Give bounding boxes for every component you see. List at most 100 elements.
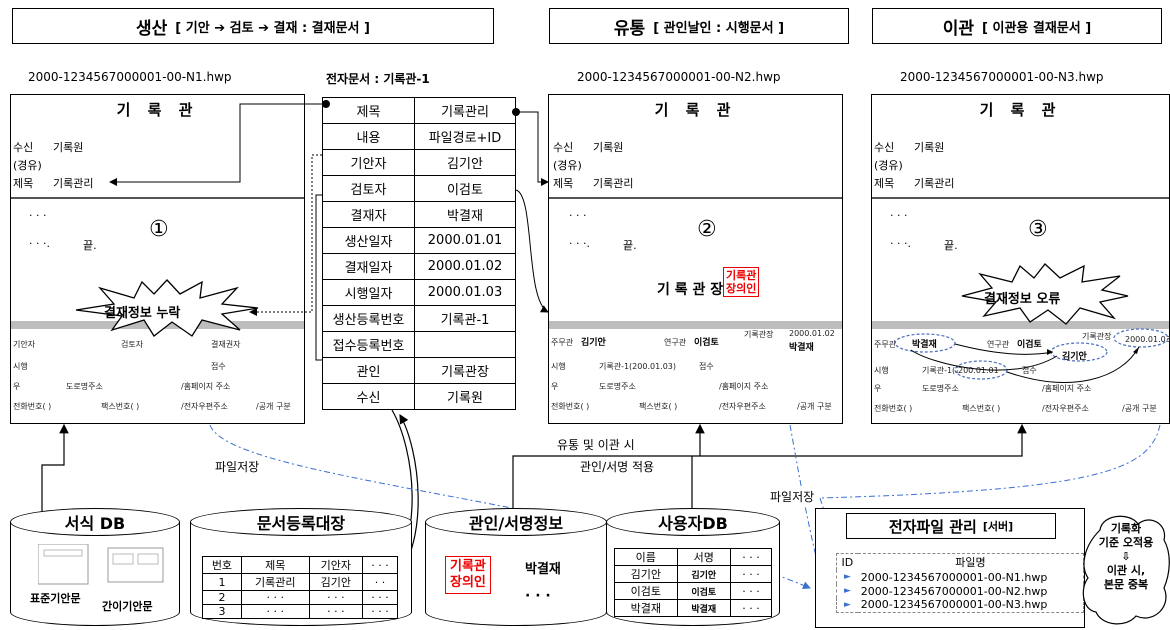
doc1-recv-label: 수신 [13, 141, 34, 154]
seal-db-stamp: 기록관 장의인 [445, 556, 491, 594]
efile-sub: [서버] [982, 520, 1014, 533]
seal-stamp-line2: 장의인 [450, 575, 486, 590]
header-distribution-title: 유통 [613, 18, 646, 39]
doc3-via: (경유) [874, 159, 903, 172]
meta-value: 박결재 [414, 201, 516, 228]
doc1-homepage: /홈페이지 주소 [181, 382, 231, 391]
doc3-homepage: /홈페이지 주소 [1042, 384, 1092, 393]
header-transfer: 이관 [ 이관용 결재문서 ] [872, 8, 1162, 44]
doc3-road: 도로명주소 [922, 384, 959, 393]
header-production-title: 생산 [136, 18, 168, 39]
register-cell: 기록관리 [240, 573, 310, 591]
doc1-dots2: · · ·. [29, 237, 50, 250]
register-header-cell: 제목 [240, 556, 310, 574]
doc3-divider [872, 197, 1169, 199]
efile-pointer-icon: ► [843, 572, 851, 582]
cloud-line4: 본문 중복 [1103, 578, 1149, 591]
user-db-top [606, 508, 780, 536]
user-cell: · · · [729, 565, 773, 583]
doc2-divider [549, 197, 842, 199]
meta-value: 기록관-1 [414, 305, 516, 332]
form-db-title: 서식 DB [64, 514, 126, 533]
doc2-zip: 우 [551, 382, 559, 391]
meta-key: 검토자 [322, 175, 415, 202]
doc3-email: /전자우편주소 [1042, 404, 1089, 413]
doc2-homepage: /홈페이지 주소 [719, 382, 769, 391]
doc1-reviewer: 검토자 [121, 340, 144, 349]
doc1-divider [11, 197, 304, 199]
filename-n2: 2000-1234567000001-00-N2.hwp [577, 70, 781, 84]
efile-row: ► 2000-1234567000001-00-N1.hwp [837, 570, 1084, 584]
seal-db-body [425, 522, 607, 626]
register-header-cell: 번호 [202, 556, 242, 574]
user-signature: 박결재 [676, 599, 731, 617]
register-cell: 1 [202, 573, 242, 591]
efile-header-cell: ID [841, 555, 854, 569]
header-distribution-sub: [ 관인날인 : 시행문서 ] [653, 20, 785, 36]
doc3-gray-bar [872, 321, 1169, 329]
doc3-phone: 전화번호( ) [874, 404, 913, 413]
cloud-shape [1082, 515, 1170, 625]
meta-key: 생산등록번호 [322, 305, 415, 332]
doc2-dots2: · · ·. [569, 237, 590, 250]
doc2-receipt: 접수 [699, 362, 714, 371]
doc1-zip: 우 [13, 382, 21, 391]
doc2-seal-stamp: 기록관 장의인 [723, 267, 760, 297]
register-cell: · · · [308, 590, 364, 605]
doc3-sig-park: 박결재 [912, 340, 937, 350]
register-row: 3· · ·· · ·· · · [202, 604, 398, 619]
seal-db-top [425, 508, 607, 536]
meta-value: 이검토 [414, 175, 516, 202]
doc2-sig-kim: 김기안 [581, 338, 606, 348]
doc1-via: (경유) [13, 159, 42, 172]
filename-edoc: 전자문서 : 기록관-1 [326, 72, 430, 86]
user-cell: 김기안 [614, 565, 678, 583]
meta-value: 2000.01.01 [414, 227, 516, 254]
doc3-recv-value: 기록원 [914, 141, 945, 154]
error-info-label: 결재정보 오류 [984, 292, 1061, 307]
seal-db: 관인/서명정보 기록관 장의인 박결재 · · · [425, 508, 607, 626]
document-n1: 기 록 관 수신 기록원 (경유) 제목 기록관리 · · · · · ·. 끝… [10, 94, 305, 424]
efile-filename: 2000-1234567000001-00-N2.hwp [860, 584, 1048, 598]
doc3-date-err: 200.01.01 [958, 366, 999, 375]
user-cell: 이검토 [614, 582, 678, 600]
doc2-role3: 기록관장 [744, 330, 774, 339]
document-n2: 기 록 관 수신 기록원 (경유) 제목 기록관리 · · · · · ·. 끝… [548, 94, 843, 424]
doc3-public: /공개 구분 [1122, 404, 1157, 413]
meta-key: 접수등록번호 [322, 331, 415, 358]
doc2-public: /공개 구분 [797, 402, 832, 411]
efile-header-cell: 파일명 [955, 556, 986, 569]
register-header-cell: · · · [362, 556, 398, 574]
user-header-cell: 서명 [676, 548, 731, 566]
meta-key: 생산일자 [322, 227, 415, 254]
doc2-email: /전자우편주소 [719, 402, 766, 411]
doc1-approver: 결재권자 [211, 340, 241, 349]
doc2-sig-lee: 이검토 [694, 338, 719, 348]
meta-key: 수신 [322, 383, 415, 410]
doc2-dots1: · · · [569, 209, 587, 222]
register-db-title: 문서등록대장 [256, 514, 346, 533]
meta-value: 2000.01.03 [414, 279, 516, 306]
header-distribution: 유통 [ 관인날인 : 시행문서 ] [549, 8, 849, 44]
cloud-line3: 이관 시, [1106, 564, 1146, 577]
meta-value: 2000.01.02 [414, 253, 516, 280]
efile-filename: 2000-1234567000001-00-N1.hwp [860, 570, 1048, 584]
seal-db-dots: · · · [525, 588, 551, 604]
doc1-receipt: 접수 [211, 362, 226, 371]
circle-2: ② [697, 217, 717, 242]
doc2-gray-bar [549, 321, 842, 329]
doc1-enforce: 시행 [13, 362, 28, 371]
meta-key: 시행일자 [322, 279, 415, 306]
register-cell: · · [362, 573, 398, 591]
